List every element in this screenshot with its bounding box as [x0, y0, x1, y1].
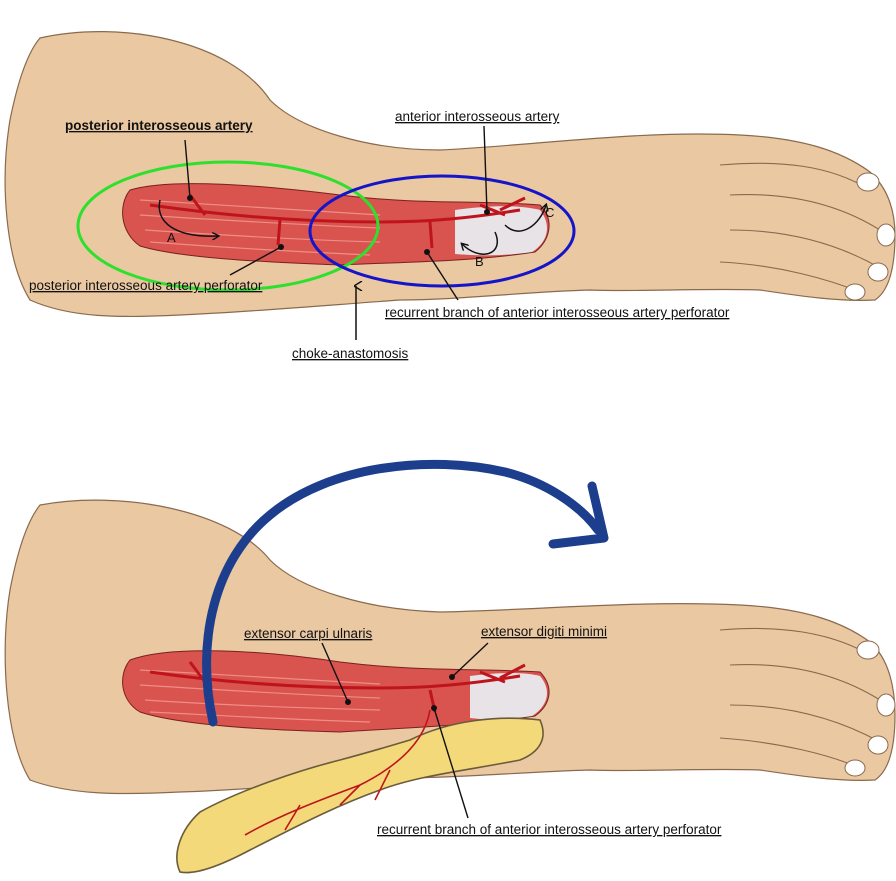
label-posterior-artery: posterior interosseous artery	[65, 118, 253, 133]
label-recurrent-branch-bottom: recurrent branch of anterior interosseou…	[377, 822, 722, 837]
label-anterior-artery: anterior interosseous artery	[395, 109, 560, 124]
fingernail-1	[857, 173, 879, 191]
fingernail-b4	[845, 760, 865, 776]
pin-recurrent-branch-bottom	[431, 705, 437, 711]
fingernail-4	[845, 284, 865, 300]
pin-ecu	[345, 699, 351, 705]
marker-a: A	[167, 230, 176, 245]
bottom-panel: extensor carpi ulnaris extensor digiti m…	[5, 464, 895, 872]
pin-anterior-artery	[484, 209, 490, 215]
fingernail-b3	[868, 736, 888, 754]
pin-posterior-perforator	[278, 244, 284, 250]
fingernail-b1	[857, 641, 879, 659]
pin-posterior-artery	[187, 195, 193, 201]
top-panel: posterior interosseous artery anterior i…	[5, 32, 895, 361]
pin-edm	[449, 674, 455, 680]
marker-c: C	[545, 205, 554, 220]
fingernail-b2	[877, 694, 895, 716]
label-extensor-digiti-minimi: extensor digiti minimi	[481, 624, 607, 639]
label-recurrent-branch-top: recurrent branch of anterior interosseou…	[385, 305, 730, 320]
marker-b: B	[475, 254, 484, 269]
fingernail-3	[868, 263, 888, 281]
fingernail-2	[877, 224, 895, 246]
label-extensor-carpi-ulnaris: extensor carpi ulnaris	[244, 626, 373, 641]
pin-recurrent-branch	[424, 249, 430, 255]
label-posterior-perforator: posterior interosseous artery perforator	[29, 278, 263, 293]
label-choke-anastomosis: choke-anastomosis	[292, 346, 409, 361]
